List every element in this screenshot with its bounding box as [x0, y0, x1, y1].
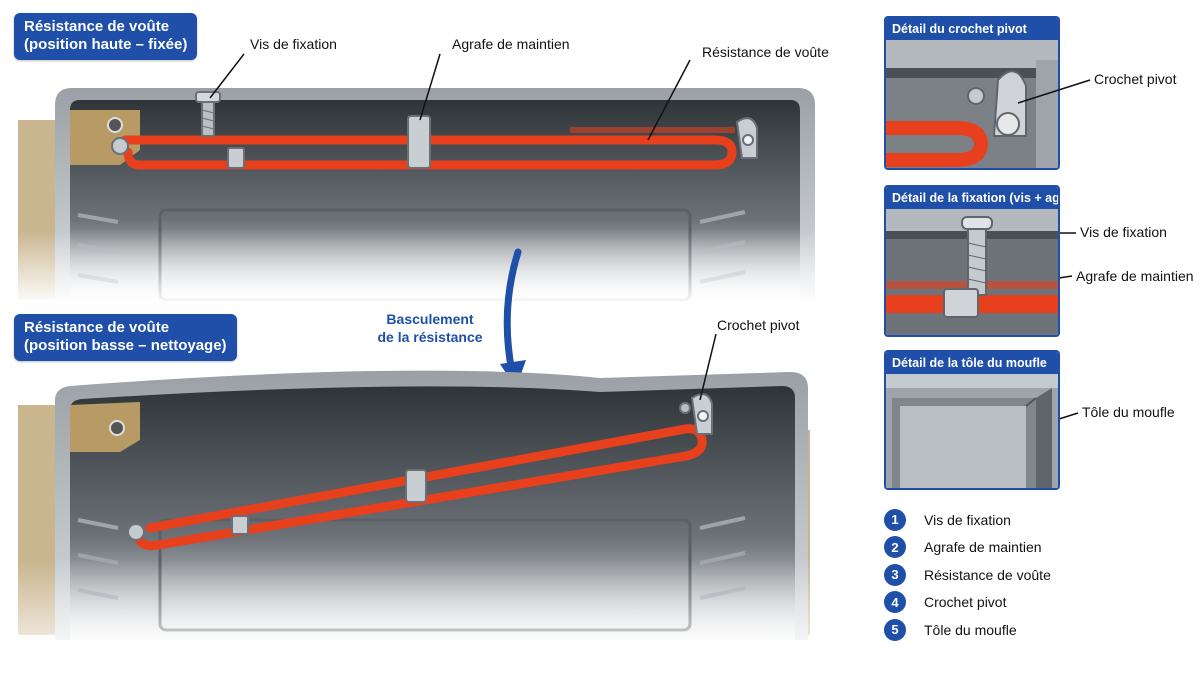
detail-pivot-hook-title: Détail du crochet pivot [886, 18, 1058, 40]
tilt-label-line2: de la résistance [377, 329, 483, 345]
oven-bottom-bracket-bolt [109, 420, 125, 436]
leader-clip [419, 53, 441, 121]
detail-pivot-hook-label: Crochet pivot [1094, 71, 1177, 87]
legend-item: 2 Agrafe de maintien [884, 534, 1051, 562]
legend-number: 1 [884, 508, 906, 531]
legend-item: 5 Tôle du moufle [884, 616, 1051, 644]
oven-top [0, 53, 830, 305]
heating-element-top [120, 135, 737, 170]
detail-cavity-sheet-title: Détail de la tôle du moufle [886, 352, 1058, 374]
detail-fixing-image [886, 209, 1058, 335]
legend-number: 2 [884, 536, 906, 559]
pivot-hook-top [735, 117, 758, 159]
panel-top-title: Résistance de voûte (position haute – fi… [14, 13, 198, 60]
legend-item: 4 Crochet pivot [884, 589, 1051, 617]
legend-label: Agrafe de maintien [924, 539, 1042, 556]
leader-screw [209, 53, 245, 99]
detail-cavity-sheet-label: Tôle du moufle [1082, 404, 1175, 420]
retaining-clip-top-small [227, 147, 245, 169]
detail-fixing-label-screw: Vis de fixation [1080, 224, 1167, 240]
callout-element: Résistance de voûte [702, 44, 829, 60]
retaining-clip-bottom-small [231, 515, 249, 535]
legend-label: Crochet pivot [924, 594, 1007, 611]
leader-hook [699, 333, 717, 401]
oven-bottom-fade [0, 560, 830, 675]
panel-top-title-line1: Résistance de voûte [24, 18, 170, 35]
legend: 1 Vis de fixation 2 Agrafe de maintien 3… [884, 506, 1051, 644]
oven-bottom [0, 333, 830, 675]
legend-number: 3 [884, 563, 906, 586]
panel-bottom-title-line2: (position basse – nettoyage) [24, 337, 227, 354]
tilt-label-line1: Basculement [386, 311, 474, 327]
oven-top-bracket-bolt [107, 117, 123, 133]
panel-bottom-title-line1: Résistance de voûte [24, 319, 170, 336]
legend-number: 5 [884, 618, 906, 641]
tilt-label: Basculement de la résistance [355, 310, 505, 346]
pivot-hook-bottom [679, 393, 713, 435]
detail-pivot-hook-image [886, 40, 1058, 168]
callout-clip: Agrafe de maintien [452, 36, 570, 52]
legend-item: 3 Résistance de voûte [884, 561, 1051, 589]
element-bottom-terminal [127, 523, 145, 541]
retaining-clip-top [407, 115, 431, 169]
legend-label: Tôle du moufle [924, 621, 1017, 638]
detail-fixing-label-clip: Agrafe de maintien [1076, 268, 1194, 284]
element-top-terminal [111, 137, 129, 155]
leader-element [647, 59, 691, 141]
detail-cavity-sheet: Détail de la tôle du moufle [884, 350, 1060, 490]
legend-label: Résistance de voûte [924, 566, 1051, 583]
detail-pivot-hook: Détail du crochet pivot [884, 16, 1060, 170]
panel-bottom-title: Résistance de voûte (position basse – ne… [14, 314, 237, 361]
callout-screw: Vis de fixation [250, 36, 337, 52]
panel-top-title-line2: (position haute – fixée) [24, 36, 188, 53]
detail-fixing-title: Détail de la fixation (vis + agrafe) [886, 187, 1058, 209]
fixing-screw-top [195, 91, 221, 137]
detail-fixing: Détail de la fixation (vis + agrafe) [884, 185, 1060, 337]
callout-hook: Crochet pivot [717, 317, 800, 333]
legend-label: Vis de fixation [924, 511, 1011, 528]
legend-item: 1 Vis de fixation [884, 506, 1051, 534]
heating-element-bottom [133, 424, 707, 551]
legend-number: 4 [884, 591, 906, 614]
oven-top-fade [0, 230, 830, 305]
retaining-clip-bottom [405, 469, 427, 503]
detail-cavity-sheet-image [886, 374, 1058, 488]
oven-bottom-bracket [70, 402, 140, 452]
